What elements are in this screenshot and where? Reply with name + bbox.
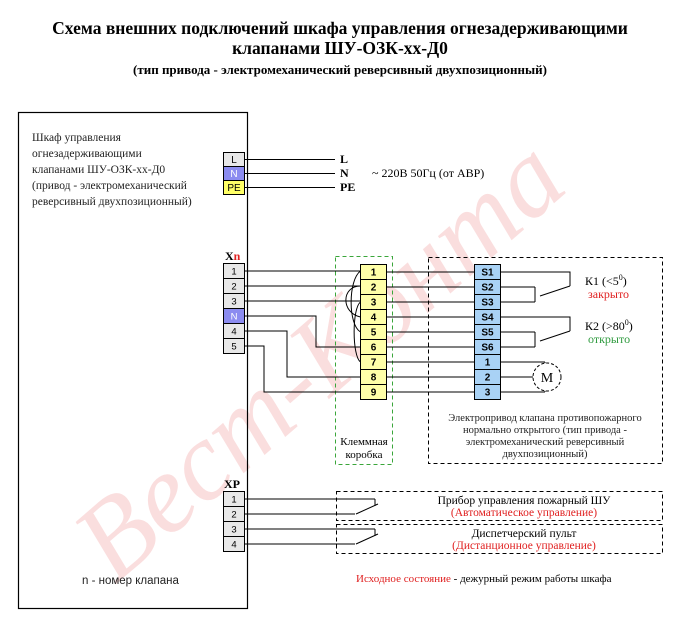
cabinet-box [17,111,249,610]
power-terminal-label: PE [227,183,241,194]
xp-device1-mode: (Автоматическое управление) [451,507,597,519]
xn-jb-wire [244,315,361,348]
actuator-terminal-label: S3 [481,298,494,309]
actuator-terminal-label: S2 [481,283,494,294]
actuator-label: Электропривод клапана противопожарного [448,413,641,424]
xn-terminal-label: 1 [231,267,236,278]
junction-terminal-label: 8 [371,373,377,384]
junction-terminal-label: 1 [371,268,377,279]
cabinet-label-line: (привод - электромеханический [32,180,187,192]
junction-terminal-label: 7 [371,358,377,369]
legend-initial-state: Исходное состояние [356,573,451,585]
xp-header: XP [224,477,240,491]
xp-device1-frame [336,491,663,521]
actuator-terminal-label: 1 [485,358,491,369]
xp-contact-blade [355,503,379,515]
jb-jumper [353,301,361,363]
cabinet-label-line: клапанами ШУ-ОЗК-хх-Д0 [32,164,165,176]
actuator-label: электромеханический реверсивный [466,437,625,448]
xp-device2-name: Диспетчерский пульт [472,528,577,540]
junction-terminal-label: 2 [371,283,377,294]
k2-switch-wire [500,316,571,331]
cabinet-label-line: Шкаф управления [32,132,122,144]
jb-jumper [350,270,361,333]
power-terminal-label: N [230,169,237,180]
wire-label-l: L [340,152,348,166]
actuator-terminal-label: S4 [481,313,494,324]
xp-terminal-label: 1 [231,495,236,506]
page-title-line2: клапанами ШУ-ОЗК-хх-Д0 [232,38,448,58]
xn-terminal-label: 2 [231,282,236,293]
xn-terminal-label: 4 [231,327,236,338]
junction-terminal-label: 5 [371,328,377,339]
junction-box-frame [335,256,393,465]
k2-switch-blade [539,330,571,342]
xn-jb-wire [244,345,361,393]
junction-terminal-label: 4 [371,313,377,324]
actuator-label: двухпозиционный) [503,449,588,460]
power-terminal-label: L [231,155,237,166]
k1-state: закрыто [588,287,629,301]
xp-device2-mode: (Дистанционное управление) [452,540,596,552]
valve-number-note: n - номер клапана [82,575,179,587]
xp-terminal-label: 3 [231,525,236,536]
junction-box-label: коробка [346,449,383,461]
xn-terminal-label: 5 [231,342,236,353]
junction-terminal-label: 6 [371,343,377,354]
xn-jb-wire [244,330,361,378]
junction-box-label: Клеммная [340,436,387,448]
k1-switch-wire [500,271,571,286]
cabinet-label-line: реверсивный двухпозиционный) [32,196,192,208]
cabinet-label-line: огнезадерживающими [32,148,142,160]
page-subtitle: (тип привода - электромеханический ревер… [133,62,547,77]
k2-label: К2 (>800) [585,318,633,333]
junction-terminal-label: 9 [371,388,377,399]
actuator-terminal-label: 3 [485,388,491,399]
k2-state: открыто [588,332,630,346]
legend: Исходное состояние - дежурный режим рабо… [356,573,612,585]
page-title: Схема внешних подключений шкафа управлен… [52,18,628,38]
xp-device1-name: Прибор управления пожарный ШУ [438,495,612,507]
actuator-terminal-label: S1 [481,268,494,279]
wire-label-n: N [340,166,349,180]
k1-switch-blade [539,285,571,297]
motor-label: M [541,371,554,386]
actuator-frame [428,257,663,464]
actuator-terminal-label: S6 [481,343,494,354]
actuator-label: нормально открытого (тип привода - [463,425,627,436]
xn-terminal-label: N [231,312,238,323]
xn-terminal-label: 3 [231,297,236,308]
supply-label: ~ 220В 50Гц (от АВР) [372,166,484,180]
motor-symbol [532,362,562,392]
xp-terminal-label: 2 [231,510,236,521]
xp-device2-frame [336,524,663,554]
junction-terminal-label: 3 [371,298,377,309]
k1-label: К1 (<50) [585,273,627,288]
xn-header: Xn [225,249,241,263]
actuator-terminal-label: S5 [481,328,494,339]
xp-terminal-label: 4 [231,540,236,551]
wire-label-pe: PE [340,180,355,194]
xp-contact-blade [355,533,379,545]
actuator-terminal-label: 2 [485,373,491,384]
